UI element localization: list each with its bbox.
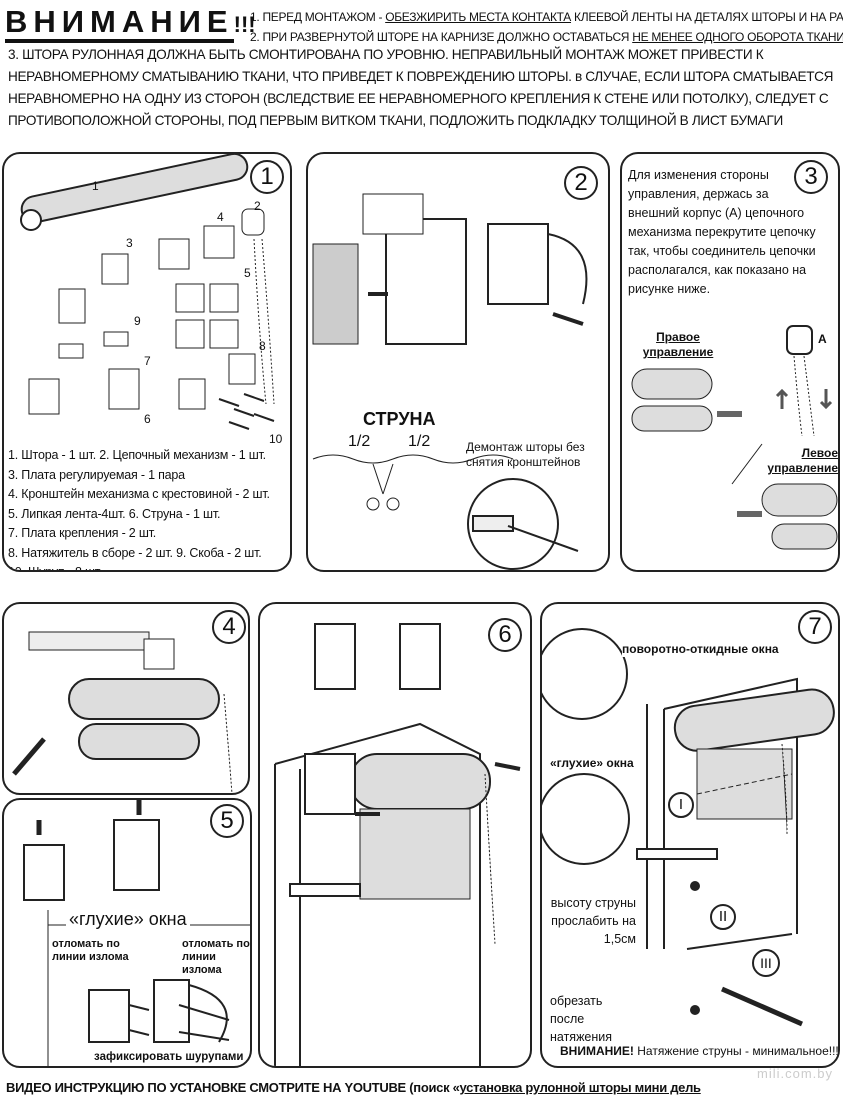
step-number: 2 bbox=[564, 166, 598, 200]
loosen-note: высоту струны прослабить на 1,5см bbox=[544, 894, 636, 948]
step-i: I bbox=[668, 792, 694, 818]
tilt-windows-label: поворотно-откидные окна bbox=[622, 642, 779, 657]
part-label: 2 bbox=[254, 199, 261, 213]
panel-6-mount-roller: 6 bbox=[258, 602, 532, 1068]
roller-illustration bbox=[274, 623, 521, 1066]
part-label: 10 bbox=[269, 432, 283, 446]
panel-1-parts: 1 1 2 3 4 5 6 7 8 9 10 1. Штора - 1 шт. … bbox=[2, 152, 292, 572]
instruction-text: Для изменения стороны управления, держас… bbox=[628, 168, 816, 296]
warning-title: ВНИМАНИЕ!!! bbox=[5, 4, 256, 43]
parts-list: 1. Штора - 1 шт. 2. Цепочный механизм - … bbox=[8, 448, 270, 572]
parts-illustration bbox=[20, 154, 275, 430]
panel-5-blind-windows: 5 «глухие» окна отломать по линии излома… bbox=[2, 798, 252, 1068]
blind-windows-label: «глухие» окна bbox=[66, 910, 190, 928]
part-label: 5 bbox=[244, 266, 251, 280]
bracket-illustration bbox=[23, 800, 250, 1066]
youtube-search-link[interactable]: установка рулонной шторы мини дель bbox=[459, 1080, 702, 1095]
step-number: 5 bbox=[210, 804, 244, 838]
tension-warning: ВНИМАНИЕ! Натяжение струны - минимальное… bbox=[560, 1044, 839, 1059]
half-label: 1/2 bbox=[348, 433, 371, 450]
step-number: 7 bbox=[798, 610, 832, 644]
tension-illustration bbox=[542, 628, 835, 1027]
watermark: mili.com.by bbox=[756, 1066, 833, 1081]
part-label: 9 bbox=[134, 314, 141, 328]
label-a: A bbox=[818, 332, 827, 346]
panel-7-string-tension: 7 поворотно-откидные окна «глухие» окна … bbox=[540, 602, 840, 1068]
part-label: 3 bbox=[126, 236, 133, 250]
footer-video-note: ВИДЕО ИНСТРУКЦИЮ ПО УСТАНОВКЕ СМОТРИТЕ Н… bbox=[6, 1080, 701, 1095]
part-label: 8 bbox=[259, 339, 266, 353]
part-label: 1 bbox=[92, 179, 99, 193]
cut-note: обрезать после натяжения bbox=[550, 992, 640, 1046]
part-label: 4 bbox=[217, 210, 224, 224]
break-label: отломать по линии излома bbox=[182, 938, 250, 976]
part-label: 6 bbox=[144, 412, 151, 426]
break-label: отломать по линии излома bbox=[52, 938, 129, 963]
blind-windows-label: «глухие» окна bbox=[550, 756, 634, 771]
note-3: 3. ШТОРА РУЛОННАЯ ДОЛЖНА БЫТЬ СМОНТИРОВА… bbox=[8, 47, 834, 128]
step-number: 6 bbox=[488, 618, 522, 652]
right-control-label: Правое управление bbox=[642, 330, 714, 359]
control-illustration bbox=[631, 325, 838, 550]
panel-4-install: 4 bbox=[2, 602, 250, 795]
panel-3-control-side: 3 Для изменения стороны управления, держ… bbox=[620, 152, 840, 572]
step-iii: III bbox=[752, 949, 780, 977]
step-number: 3 bbox=[794, 160, 828, 194]
dismount-note: Демонтаж шторы без снятия кронштейнов bbox=[466, 440, 585, 469]
step-number: 1 bbox=[250, 160, 284, 194]
half-label: 1/2 bbox=[408, 433, 431, 450]
step-ii: II bbox=[710, 904, 736, 930]
left-control-label: Левое управление bbox=[767, 446, 838, 475]
step-number: 4 bbox=[212, 610, 246, 644]
install-illustration bbox=[12, 631, 233, 793]
panel-2-mounting: 2 СТРУНА 1/2 1/2 Демонтаж шторы без снят… bbox=[306, 152, 610, 572]
mounting-illustration bbox=[312, 193, 588, 570]
string-label: СТРУНА bbox=[363, 409, 436, 429]
note-1: 1. ПЕРЕД МОНТАЖОМ - ОБЕЗЖИРИТЬ МЕСТА КОН… bbox=[250, 10, 843, 24]
part-label: 7 bbox=[144, 354, 151, 368]
fix-label: зафиксировать шурупами bbox=[94, 1051, 244, 1063]
note-2: 2. ПРИ РАЗВЕРНУТОЙ ШТОРЕ НА КАРНИЗЕ ДОЛЖ… bbox=[250, 30, 843, 44]
